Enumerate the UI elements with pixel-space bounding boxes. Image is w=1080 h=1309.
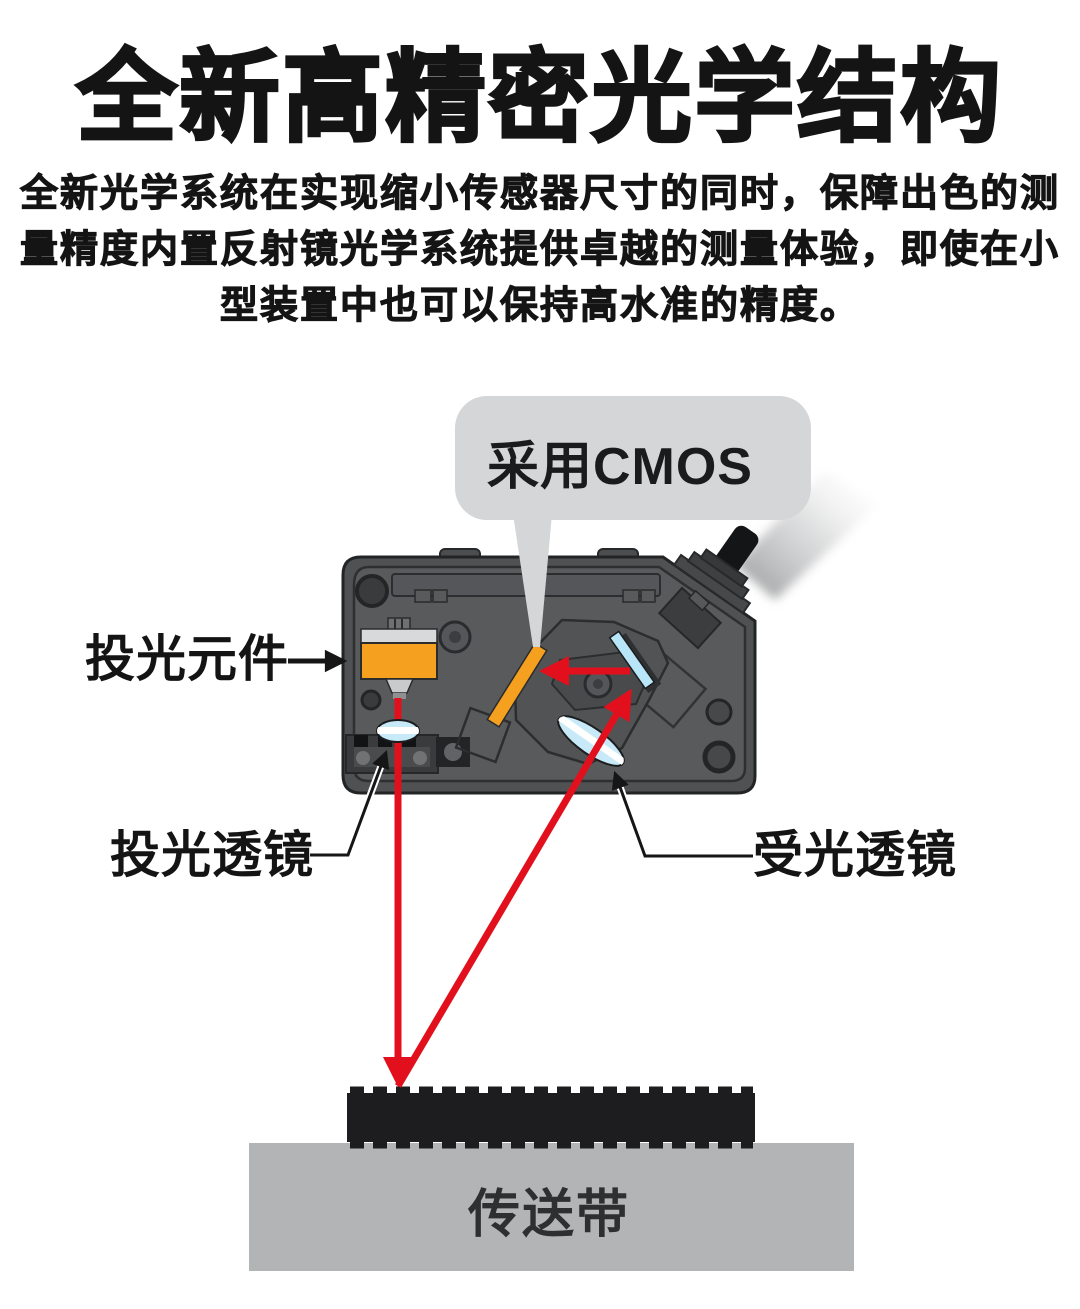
emitter-nozzle [384,678,415,694]
description-line: 量精度内置反射镜光学系统提供卓越的测量体验，即使在小 [19,229,1060,272]
corner-bracket [657,586,723,650]
receiving-lens-label: 受光透镜 [753,827,957,883]
groove-block [432,589,448,603]
measured-object [347,1086,755,1149]
receiving-lens [556,713,628,767]
projection-lens-label: 投光透镜 [110,827,314,883]
screw-detail [705,698,733,726]
screw-detail [355,574,389,608]
groove-block [414,589,432,603]
cmos-callout-label: 采用CMOS [487,438,753,496]
cmos-sensor-bar [486,642,548,728]
emitter-led [360,642,438,680]
groove-block [622,589,640,603]
conveyor-surface [249,1143,854,1271]
page-title: 全新高精密光学结构 [75,41,1004,156]
conveyor-label: 传送带 [467,1186,630,1244]
cable-blur-swoosh [735,470,878,600]
screw-hole [593,679,603,689]
callout-tail [513,514,552,647]
lens-mount-hole [444,743,462,761]
groove-block [640,589,656,603]
projection-lens-leader [310,749,390,857]
description-line: 全新光学系统在实现缩小传感器尺寸的同时，保障出色的测 [19,173,1060,216]
callout-bubble [455,396,811,520]
description-text: 全新光学系统在实现缩小传感器尺寸的同时，保障出色的测 量精度内置反射镜光学系统提… [0,166,1080,334]
emitter-nozzle-tip [393,693,406,699]
emitter-cap [360,628,438,644]
laser-beam-return [394,688,632,1088]
object-body [347,1093,755,1142]
diagram-labels: 投光元件 投光透镜 受光透镜 [85,631,957,883]
conveyor-belt: 传送带 [249,1143,854,1271]
description-line: 型装置中也可以保持高水准的精度。 [219,285,860,328]
projection-lens [376,719,420,743]
screw-detail [702,740,736,774]
screw-hole [449,631,461,643]
emitter-label: 投光元件 [85,631,289,687]
cable-gland [672,548,752,615]
cmos-callout: 采用CMOS [455,396,811,647]
receiving-lens-leader [611,770,753,858]
reflect-mirror [608,630,656,690]
emitter-block [360,617,438,699]
screw-detail [360,689,382,711]
